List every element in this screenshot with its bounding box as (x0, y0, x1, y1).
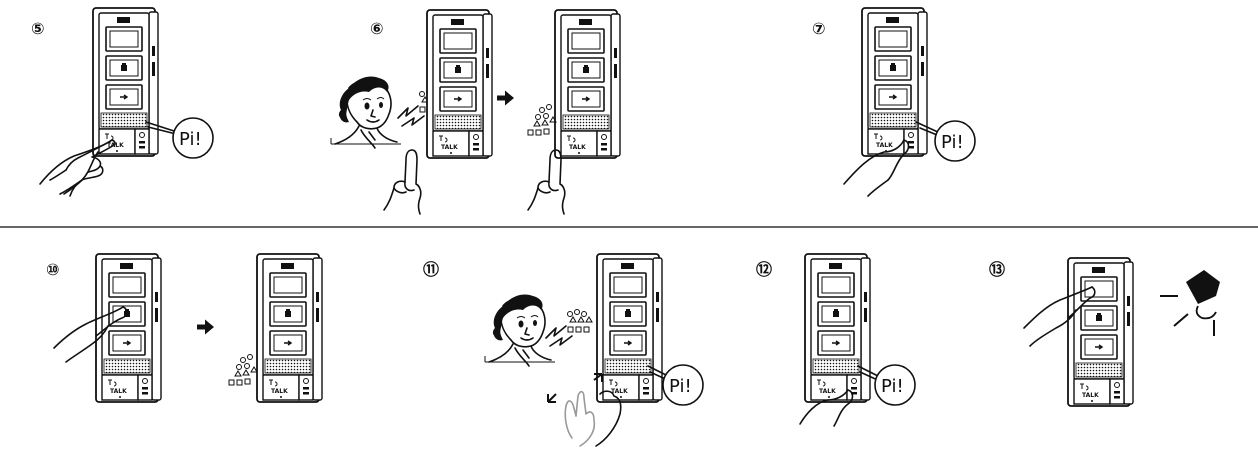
intercom-device (861, 7, 928, 157)
beep-sound-icon: Pi! (857, 364, 916, 406)
beep-bubble-text: Pi! (941, 132, 964, 153)
next-arrow-icon (497, 90, 514, 106)
step-number: ⑤ (31, 19, 45, 38)
pressing-hand-icon (1023, 286, 1096, 347)
pressing-hand-icon (39, 139, 113, 197)
pressing-hand-icon (53, 306, 128, 363)
speech-icon (545, 308, 593, 347)
beep-sound-icon: Pi! (647, 364, 704, 406)
sound-waves-icon (228, 354, 258, 386)
pressing-hand-icon (383, 149, 422, 215)
swipe-gesture-icon (547, 373, 622, 447)
intercom-device (256, 253, 323, 403)
intercom-device (92, 7, 159, 157)
intercom-device (554, 9, 621, 159)
beep-sound-icon: Pi! (145, 117, 214, 159)
beep-bubble-text: Pi! (179, 129, 202, 150)
step-number: ⑬ (989, 260, 1005, 279)
lamp-on-icon (1160, 270, 1220, 336)
beep-bubble-text: Pi! (881, 376, 904, 397)
beep-bubble-text: Pi! (669, 376, 692, 397)
visitor-face-icon (330, 75, 402, 149)
next-arrow-icon (197, 319, 214, 335)
intercom-device (426, 9, 493, 159)
intercom-device (1067, 257, 1134, 407)
pressing-hand-icon (799, 389, 854, 427)
step-number: ⑫ (756, 260, 772, 279)
intercom-device (596, 253, 663, 403)
intercom-device (804, 253, 871, 403)
step-number: ⑪ (423, 260, 439, 279)
step-number: ⑥ (370, 19, 384, 38)
step-number: ⑦ (812, 19, 826, 38)
sound-waves-icon (527, 104, 557, 136)
visitor-face-icon (484, 293, 556, 367)
released-hand-icon (527, 149, 566, 215)
beep-sound-icon: Pi! (915, 120, 976, 162)
pressing-hand-icon (843, 139, 910, 197)
step-number: ⑩ (46, 260, 60, 279)
